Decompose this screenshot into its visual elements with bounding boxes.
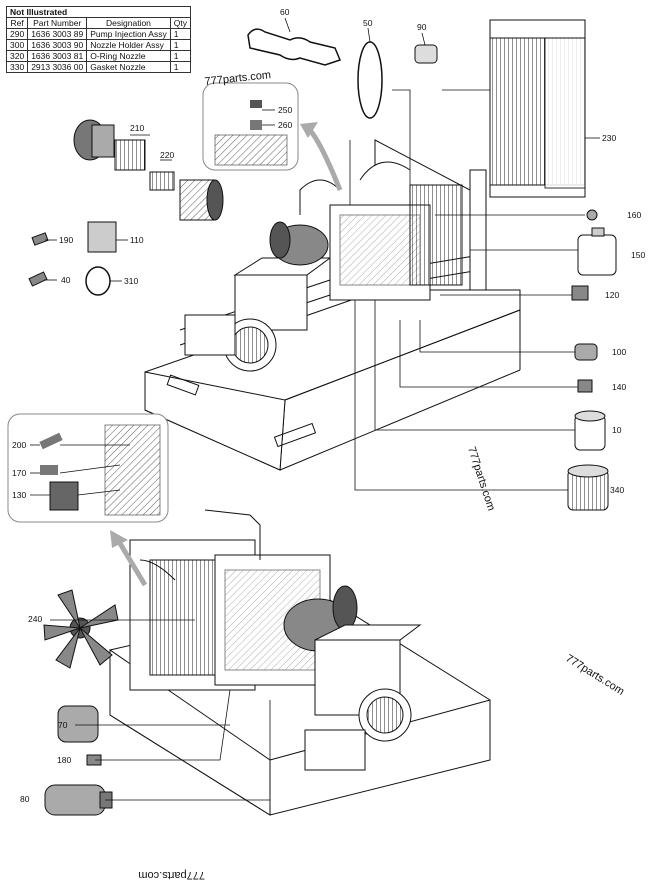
part-filter-340 [567,464,609,511]
cell-designation: Nozzle Holder Assy [86,39,171,51]
table-caption-row: Not Illustrated [6,6,191,18]
table-caption: Not Illustrated [6,6,191,18]
cell-ref: 300 [5,39,29,51]
part-relay-110 [87,221,117,253]
part-alternator-70 [57,705,99,743]
callout-40: 40 [61,275,71,285]
watermark-bottom: 777parts.com [138,869,205,881]
cell-part-number: 2913 3036 00 [27,61,88,73]
upper-generator-assembly [144,139,521,471]
callout-50: 50 [363,18,373,28]
callout-240: 240 [28,614,42,624]
callout-180: 180 [57,755,71,765]
watermark-right: 777parts.com [563,652,626,697]
cell-qty: 1 [169,28,191,40]
callout-340: 340 [610,485,624,495]
cell-ref: 290 [5,28,29,40]
callout-160: 160 [627,210,641,220]
column-header: Qty [169,17,191,29]
cell-part-number: 1636 3003 81 [27,50,88,62]
cell-qty: 1 [169,61,191,73]
part-dipstick-160 [586,209,598,221]
callout-110: 110 [130,235,144,245]
callout-150: 150 [631,250,645,260]
part-filler-cap [414,44,438,64]
callout-60: 60 [280,7,290,17]
part-radiator [489,19,586,198]
callout-90: 90 [417,22,427,32]
cell-ref: 330 [5,61,29,73]
table-row: 300 1636 3003 90 Nozzle Holder Assy 1 [5,39,191,51]
callout-200: 200 [12,440,26,450]
callout-170: 170 [12,468,26,478]
cell-qty: 1 [169,50,191,62]
callout-140: 140 [612,382,626,392]
arrow-head-icon [110,530,128,548]
callout-230: 230 [602,133,616,143]
part-air-cleaner [179,179,224,221]
part-tank-150 [577,227,617,276]
part-fan-240 [43,589,119,669]
part-rocker-gasket [247,28,342,66]
watermark-middle: 777parts.com [465,445,497,512]
table-header-row: Ref Part Number Designation Qty [5,17,191,29]
cell-designation: Gasket Nozzle [86,61,171,73]
column-header: Designation [86,17,171,29]
cell-designation: O-Ring Nozzle [86,50,171,62]
leader-lines [30,17,600,801]
column-header: Ref [5,17,29,29]
callout-labels: 60 50 90 230 250 260 210 220 160 190 110… [12,7,645,804]
cell-ref: 320 [5,50,29,62]
callout-220: 220 [160,150,174,160]
callout-310: 310 [124,276,138,286]
cell-part-number: 1636 3003 90 [27,39,88,51]
part-filter-10 [574,410,606,451]
part-hose [149,171,175,191]
callout-250: 250 [278,105,292,115]
lower-generator-assembly [109,509,491,816]
part-filter-element [114,139,146,171]
table-row: 320 1636 3003 81 O-Ring Nozzle 1 [5,50,191,62]
not-illustrated-table: Not Illustrated Ref Part Number Designat… [5,6,191,73]
cell-part-number: 1636 3003 89 [27,28,88,40]
part-sensor-40 [28,271,48,287]
callout-190: 190 [59,235,73,245]
part-oring-310 [85,266,111,296]
callout-100: 100 [612,347,626,357]
part-switch-120 [571,285,589,301]
callout-260: 260 [278,120,292,130]
part-air-filter-cover [73,119,115,161]
cell-qty: 1 [169,39,191,51]
callout-70: 70 [58,720,68,730]
inset-injector-detail [202,82,299,171]
inset-sensor-detail [7,413,169,523]
part-starter-80 [44,784,113,816]
part-belt-oring [357,41,383,119]
callout-10: 10 [612,425,622,435]
part-sensor-190 [31,232,49,246]
table-row: 330 2913 3036 00 Gasket Nozzle 1 [5,61,191,73]
column-header: Part Number [27,17,88,29]
callout-120: 120 [605,290,619,300]
callout-130: 130 [12,490,26,500]
table-row: 290 1636 3003 89 Pump Injection Assy 1 [5,28,191,40]
callout-210: 210 [130,123,144,133]
callout-80: 80 [20,794,30,804]
cell-designation: Pump Injection Assy [86,28,171,40]
arrow-head-icon [300,122,318,138]
part-sender-140 [577,379,593,393]
part-pump-100 [574,343,598,361]
